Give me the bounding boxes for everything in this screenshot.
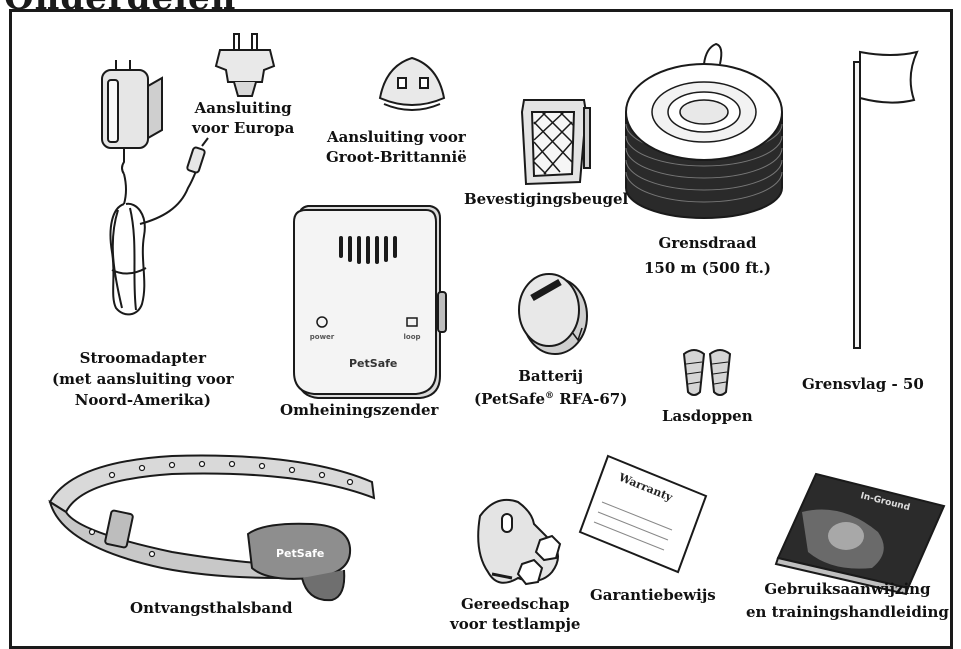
warranty-card-illustration: Warranty: [580, 456, 706, 572]
fence-transmitter-illustration: power loop PetSafe: [294, 206, 446, 398]
mounting-bracket-illustration: [522, 100, 590, 184]
manual-illustration: In-Ground: [776, 474, 944, 594]
label-power-adapter: Stroomadapter (met aansluiting voor Noor…: [52, 348, 234, 411]
label-line: Gebruiksaanwijzing: [746, 578, 949, 601]
label-line: Gereedschap: [450, 594, 580, 614]
label-line: Aansluiting voor: [326, 127, 467, 147]
battery-model-prefix: (PetSafe: [474, 390, 545, 408]
label-boundary-flags: Grensvlag - 50: [802, 374, 924, 394]
label-receiver-collar: Ontvangsthalsband: [130, 598, 292, 618]
label-line: Lasdoppen: [662, 406, 753, 426]
label-line: Stroomadapter: [52, 348, 234, 369]
label-battery: Batterij (PetSafe® RFA-67): [474, 366, 627, 409]
loop-label: loop: [403, 333, 420, 341]
label-line: Grensdraad: [644, 231, 771, 256]
uk-plug-illustration: [380, 58, 444, 110]
label-test-tool: Gereedschap voor testlampje: [450, 594, 580, 634]
label-line: Noord-Amerika): [52, 390, 234, 411]
label-eu-plug: Aansluiting voor Europa: [192, 98, 294, 138]
wire-spool-illustration: [626, 44, 782, 218]
label-line: Batterij: [474, 366, 627, 386]
label-manual: Gebruiksaanwijzing en trainingshandleidi…: [746, 578, 949, 624]
label-line: 150 m (500 ft.): [644, 256, 771, 281]
label-fence-transmitter: Omheiningszender: [280, 400, 438, 420]
contents-frame: power loop PetSafe: [9, 9, 953, 649]
battery-model-suffix: RFA-67): [554, 390, 627, 408]
label-line: Grensvlag - 50: [802, 374, 924, 394]
label-line: voor Europa: [192, 118, 294, 138]
label-line: en trainingshandleiding: [746, 601, 949, 624]
label-warranty: Garantiebewijs: [590, 585, 716, 605]
label-mounting-bracket: Bevestigingsbeugel: [464, 189, 628, 209]
label-line: Ontvangsthalsband: [130, 598, 292, 618]
receiver-collar-illustration: PetSafe: [50, 456, 374, 601]
transmitter-brand: PetSafe: [349, 357, 397, 370]
label-line: (met aansluiting voor: [52, 369, 234, 390]
battery-illustration: [519, 274, 587, 354]
registered-mark: ®: [545, 391, 554, 401]
label-line: Bevestigingsbeugel: [464, 189, 628, 209]
test-tool-illustration: [478, 500, 560, 584]
wire-nuts-illustration: [684, 350, 730, 395]
eu-plug-illustration: [216, 34, 274, 96]
power-label: power: [310, 333, 335, 341]
label-wire-nuts: Lasdoppen: [662, 406, 753, 426]
label-line: Aansluiting: [192, 98, 294, 118]
label-boundary-wire: Grensdraad 150 m (500 ft.): [644, 231, 771, 281]
boundary-flag-illustration: [854, 52, 917, 348]
label-line: (PetSafe® RFA-67): [474, 386, 627, 409]
contents-illustration: power loop PetSafe: [12, 12, 952, 648]
collar-brand: PetSafe: [276, 547, 324, 560]
label-line: Garantiebewijs: [590, 585, 716, 605]
label-uk-plug: Aansluiting voor Groot-Brittannië: [326, 127, 467, 167]
label-line: voor testlampje: [450, 614, 580, 634]
label-line: Omheiningszender: [280, 400, 438, 420]
label-line: Groot-Brittannië: [326, 147, 467, 167]
